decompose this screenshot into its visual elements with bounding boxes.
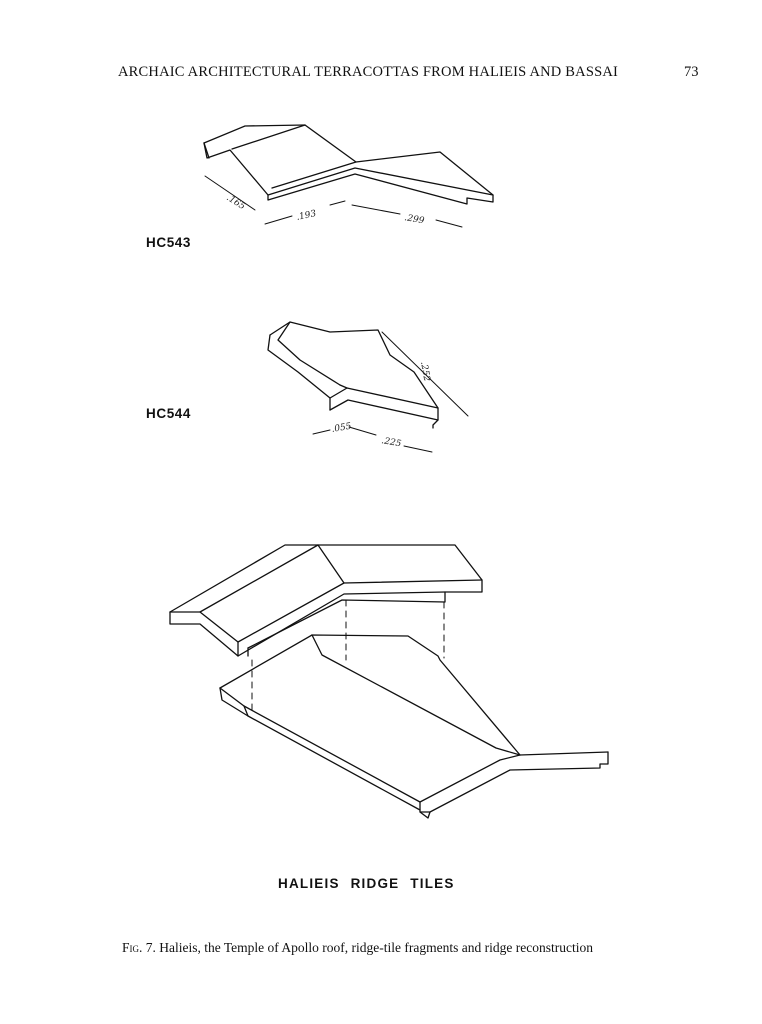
- hc543-dim-3: .299: [403, 213, 425, 226]
- hc544-dim-1: .252: [418, 361, 431, 383]
- drawing-title: HALIEIS RIDGE TILES: [278, 876, 455, 891]
- hc543-label: HC543: [146, 235, 192, 250]
- hc544-label: HC544: [146, 406, 192, 421]
- hc543-dim-2: .193: [296, 209, 318, 223]
- hc544-dim-3: .225: [380, 436, 402, 449]
- figure-caption: Fig. 7. Halieis, the Temple of Apollo ro…: [122, 940, 593, 956]
- figure-number: Fig. 7.: [122, 940, 156, 955]
- hc543-drawing: .165 .193 .299: [203, 124, 494, 228]
- page-number: 73: [684, 64, 699, 80]
- running-head: ARCHAIC ARCHITECTURAL TERRACOTTAS FROM H…: [118, 64, 619, 80]
- hc543-dim-1: .165: [224, 193, 247, 212]
- ridge-reconstruction-drawing: [169, 544, 609, 819]
- hc544-dim-2: .055: [331, 422, 353, 435]
- caption-text: Halieis, the Temple of Apollo roof, ridg…: [155, 940, 593, 955]
- hc544-drawing: .252 .055 .225: [267, 321, 469, 453]
